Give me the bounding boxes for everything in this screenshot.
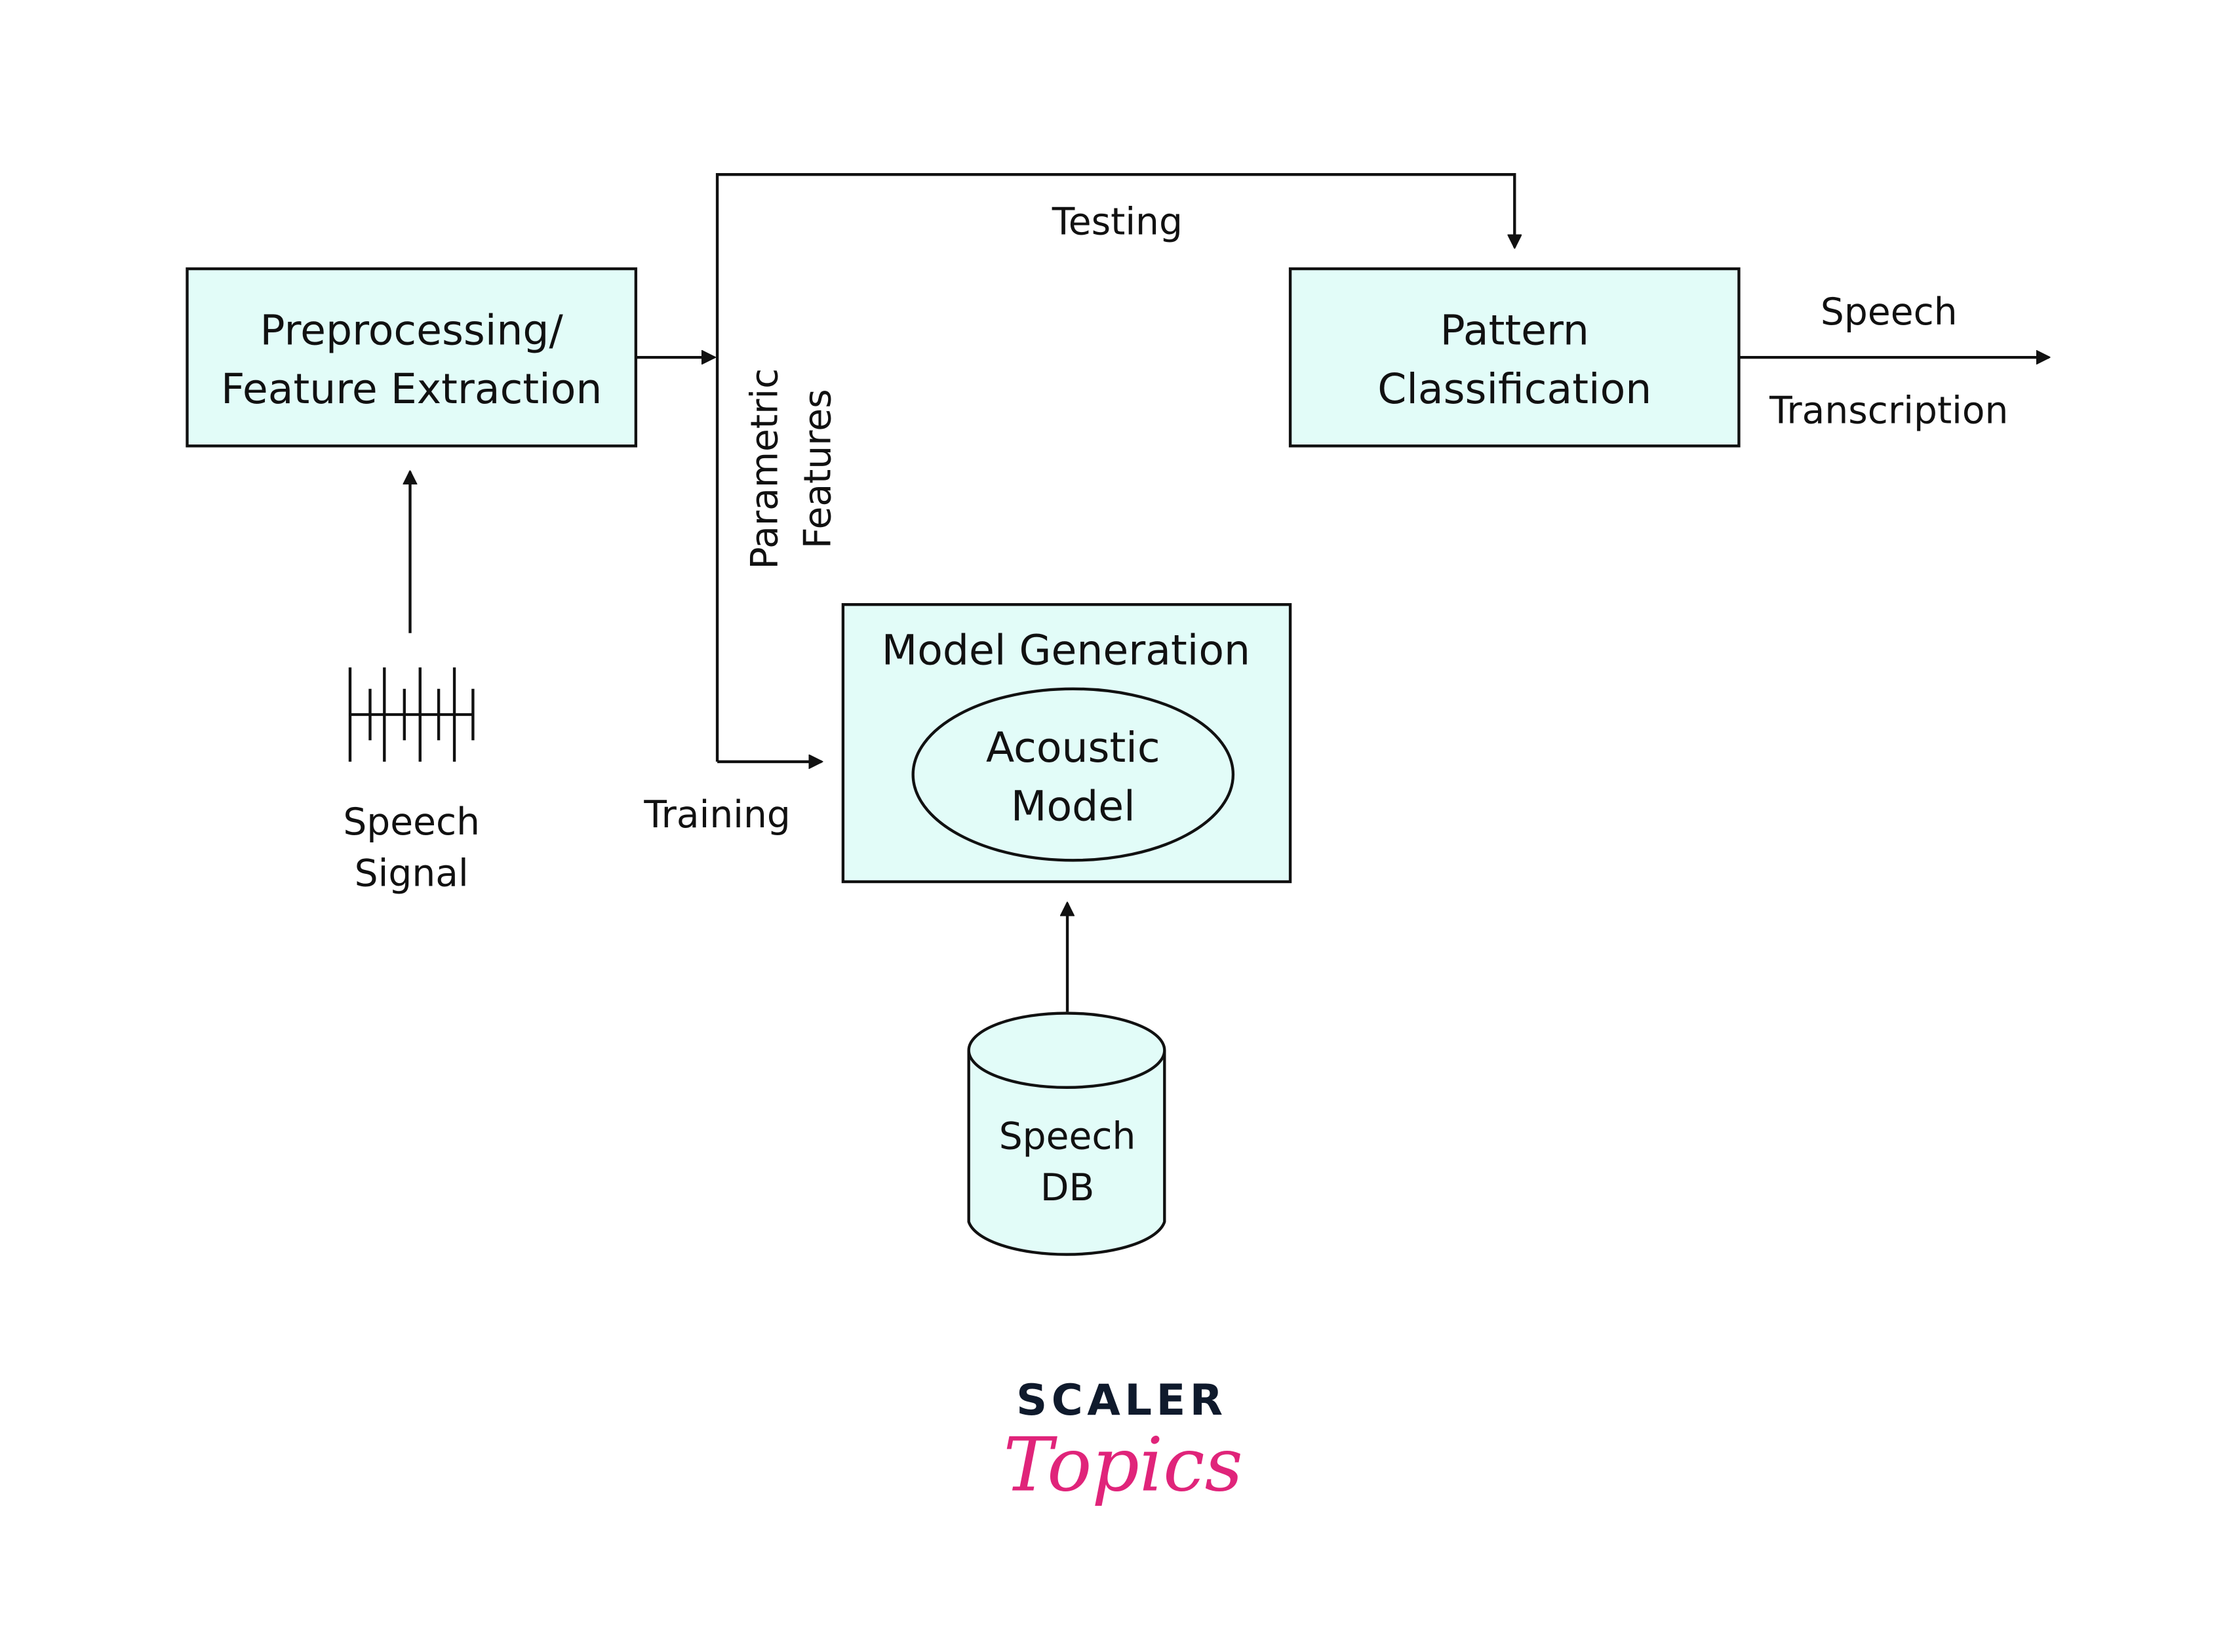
acoustic-model-line1: Acoustic — [986, 723, 1160, 772]
acoustic-model-ellipse — [911, 687, 1235, 862]
pattern-label-line2: Classification — [1377, 364, 1651, 413]
preprocessing-label-line2: Feature Extraction — [221, 364, 602, 413]
logo-brand: SCALER — [1016, 1375, 1227, 1425]
speech-signal-line1: Speech — [343, 800, 480, 844]
speech-waveform-icon — [348, 667, 475, 762]
parametric-label: Parametric — [743, 368, 787, 570]
preprocessing-label-line1: Preprocessing/ — [260, 306, 564, 355]
pattern-label-line1: Pattern — [1440, 306, 1589, 355]
features-label: Features — [796, 389, 839, 549]
model-generation-title: Model Generation — [882, 626, 1250, 675]
output-label-line1: Speech — [1821, 290, 1958, 334]
database-cylinder-icon — [967, 1012, 1166, 1256]
logo-product: Topics — [1003, 1421, 1242, 1508]
preprocessing-box: Preprocessing/ Feature Extraction — [186, 267, 638, 448]
speech-db-line1: Speech — [999, 1115, 1136, 1158]
model-generation-box: Model Generation Acoustic Model — [841, 602, 1292, 884]
pattern-classification-box: Pattern Classification — [1288, 267, 1741, 448]
training-label: Training — [643, 793, 791, 836]
scaler-topics-logo: SCALER Topics — [1003, 1375, 1242, 1508]
testing-label: Testing — [1052, 201, 1183, 244]
acoustic-model-line2: Model — [1011, 781, 1135, 830]
speech-signal-line2: Signal — [355, 852, 469, 895]
output-label-line2: Transcription — [1769, 389, 2008, 432]
speech-db-line2: DB — [1040, 1166, 1095, 1210]
arrow-testing-path — [715, 172, 1514, 762]
